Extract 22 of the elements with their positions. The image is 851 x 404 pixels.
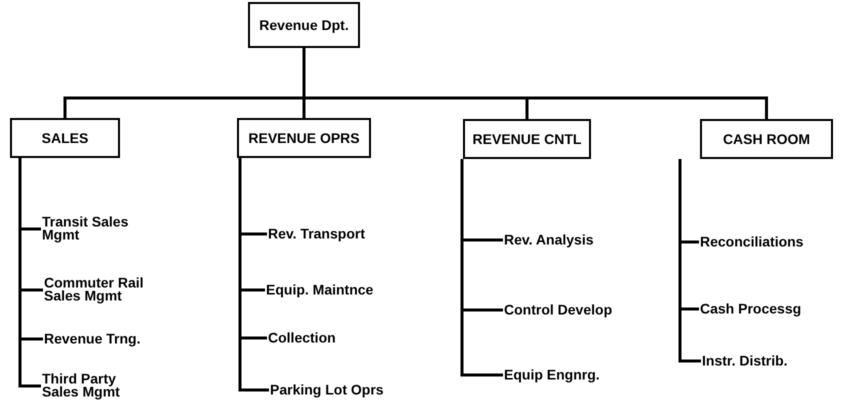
org-unit-label: Parking Lot Oprs	[270, 383, 384, 397]
connector-line	[18, 158, 41, 388]
org-box: Revenue Dpt.	[248, 2, 360, 48]
org-unit-label: Collection	[268, 331, 336, 345]
org-box: REVENUE CNTL	[463, 119, 591, 159]
org-box: SALES	[10, 118, 120, 158]
org-box: CASH ROOM	[700, 119, 833, 159]
org-unit-label: Control Develop	[504, 303, 612, 317]
org-unit-label: Commuter Rail Sales Mgmt	[44, 276, 156, 304]
org-unit-label: Equip. Maintnce	[266, 283, 374, 297]
org-unit-label: Reconciliations	[700, 235, 804, 249]
org-unit-label: Third Party Sales Mgmt	[42, 372, 132, 400]
connector-line	[678, 159, 701, 362]
org-unit-label: Transit Sales Mgmt	[42, 216, 142, 242]
org-unit-label: Rev. Analysis	[504, 233, 594, 247]
org-box: REVENUE OPRS	[237, 118, 371, 158]
org-unit-label: Instr. Distrib.	[702, 354, 788, 368]
org-unit-label: Revenue Trng.	[44, 332, 140, 346]
org-unit-label: Cash Processg	[700, 302, 802, 316]
org-unit-label: Equip Engnrg.	[504, 368, 600, 382]
org-unit-label: Rev. Transport	[268, 227, 365, 241]
connector-line	[460, 159, 503, 376]
